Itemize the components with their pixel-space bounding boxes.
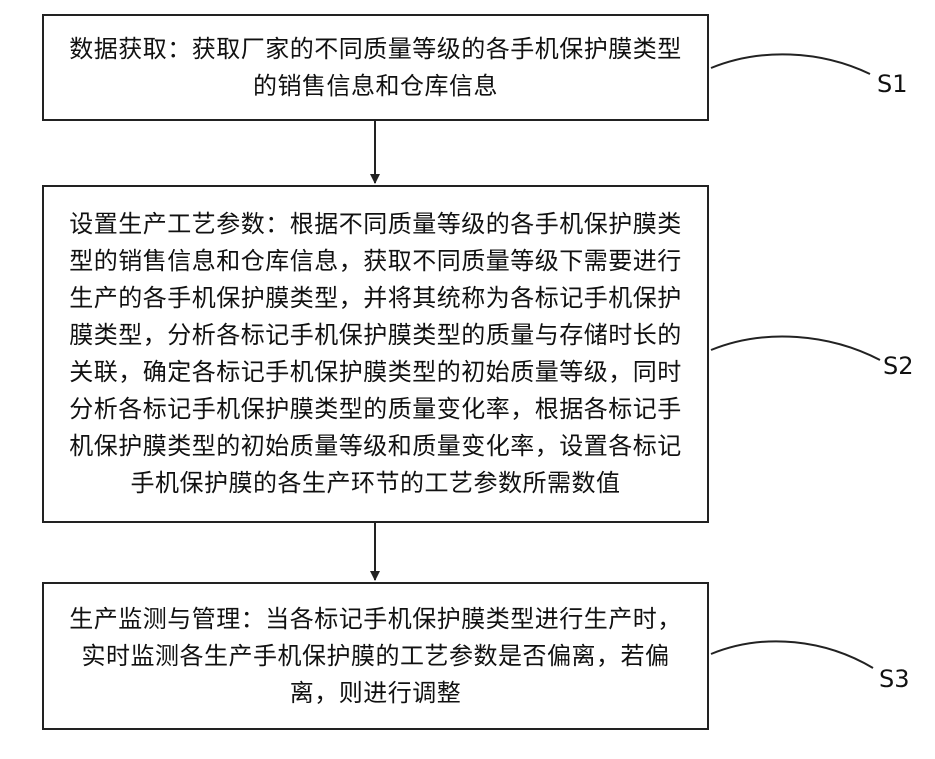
step-box-s2: 设置生产工艺参数：根据不同质量等级的各手机保护膜类 型的销售信息和仓库信息，获取… [42,185,709,523]
step-text-s2: 设置生产工艺参数：根据不同质量等级的各手机保护膜类 型的销售信息和仓库信息，获取… [69,206,682,502]
step-box-s3: 生产监测与管理：当各标记手机保护膜类型进行生产时， 实时监测各生产手机保护膜的工… [42,582,709,730]
step-label-s3: S3 [879,665,910,693]
step-text-s1: 数据获取：获取厂家的不同质量等级的各手机保护膜类型 的销售信息和仓库信息 [69,31,682,105]
step-label-s1: S1 [877,70,908,98]
leader-line-s3 [711,641,873,668]
leader-line-s1 [711,54,870,74]
step-box-s1: 数据获取：获取厂家的不同质量等级的各手机保护膜类型 的销售信息和仓库信息 [42,14,709,121]
step-label-s2: S2 [883,352,914,380]
step-text-s3: 生产监测与管理：当各标记手机保护膜类型进行生产时， 实时监测各生产手机保护膜的工… [69,601,682,712]
leader-line-s2 [711,337,880,360]
